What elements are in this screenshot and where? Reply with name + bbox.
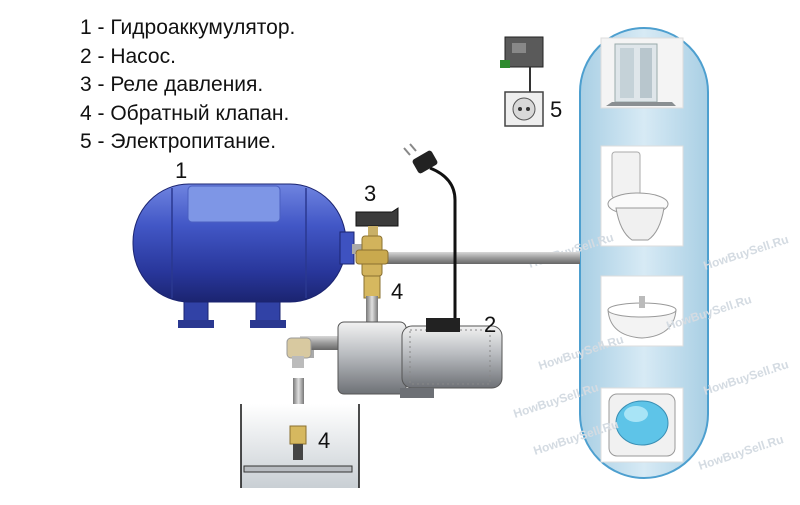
label-pressure-switch: 3 — [364, 181, 377, 206]
toilet-icon — [600, 145, 684, 247]
label-check-valve-bottom: 4 — [318, 428, 331, 453]
discharge-pipe — [380, 252, 580, 264]
watermark-text: HowBuySell.Ru — [702, 232, 791, 273]
check-valve-bottom — [289, 425, 307, 460]
legend-item: 1 - Гидроаккумулятор. — [80, 16, 296, 39]
well — [240, 404, 360, 488]
legend-item: 5 - Электропитание. — [80, 130, 277, 153]
label-power: 5 — [550, 97, 563, 122]
power-cord — [429, 166, 457, 328]
watermark-text: HowBuySell.Ru — [697, 432, 786, 473]
washbasin-icon — [600, 275, 684, 347]
water-heater-icon — [600, 387, 684, 463]
label-pump: 2 — [484, 312, 497, 337]
fixtures-panel — [579, 27, 709, 479]
pressure-switch — [355, 207, 399, 236]
check-valve-top — [363, 275, 381, 326]
label-check-valve-top: 4 — [391, 279, 404, 304]
power-plug-icon — [403, 143, 438, 174]
legend-item: 2 - Насос. — [80, 44, 176, 68]
legend-item: 4 - Обратный клапан. — [80, 101, 290, 125]
label-accumulator: 1 — [175, 158, 188, 183]
pump — [300, 318, 503, 398]
power-socket-icon — [504, 91, 544, 127]
accumulator-tank — [132, 183, 364, 328]
breaker-icon — [500, 36, 544, 92]
legend-item: 3 - Реле давления. — [80, 73, 264, 96]
brass-tee-fitting — [355, 235, 389, 277]
legend: 1 - Гидроаккумулятор. 2 - Насос. 3 - Рел… — [80, 14, 295, 157]
suction-line — [286, 337, 312, 426]
shower-cabin-icon — [600, 37, 684, 109]
watermark-text: HowBuySell.Ru — [702, 357, 791, 398]
